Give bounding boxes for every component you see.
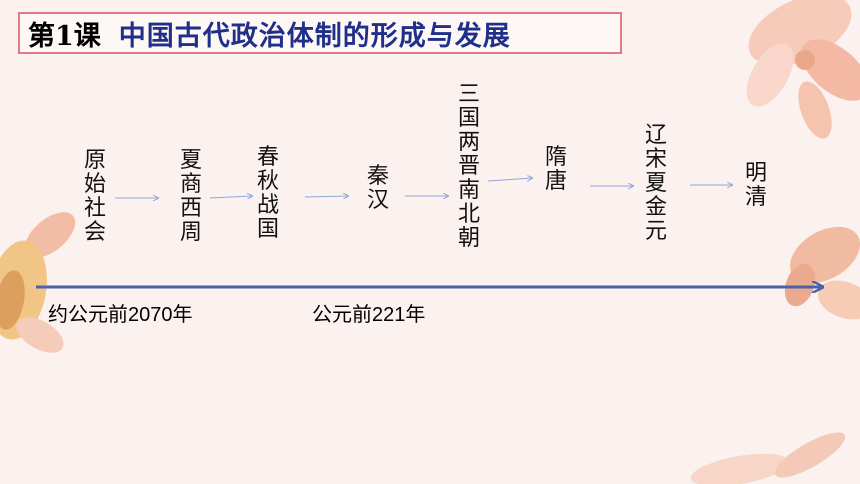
era-arrow-2 [209,196,252,198]
era-label-liao-song: 辽宋夏金元 [644,123,667,244]
era-arrow-5 [487,178,532,182]
era-label-primitive: 原始社会 [83,148,106,245]
era-arrow-3 [304,196,348,197]
era-label-spring-autumn: 春秋战国 [256,145,279,242]
title-box: 第1课 中国古代政治体制的形成与发展 [18,12,622,54]
lesson-title: 中国古代政治体制的形成与发展 [118,20,511,52]
date-label-221bc: 公元前221年 [312,304,426,326]
date-label-2070bc: 约公元前2070年 [48,304,193,326]
era-label-qin-han: 秦汉 [366,164,389,213]
era-label-three-kingdoms: 三国两晋南北朝 [457,82,480,251]
lesson-number: 第1课 [28,20,101,52]
era-label-sui-tang: 隋唐 [544,145,567,194]
era-label-ming-qing: 明清 [744,161,767,210]
era-label-xia-shang-zhou: 夏商西周 [179,148,202,245]
